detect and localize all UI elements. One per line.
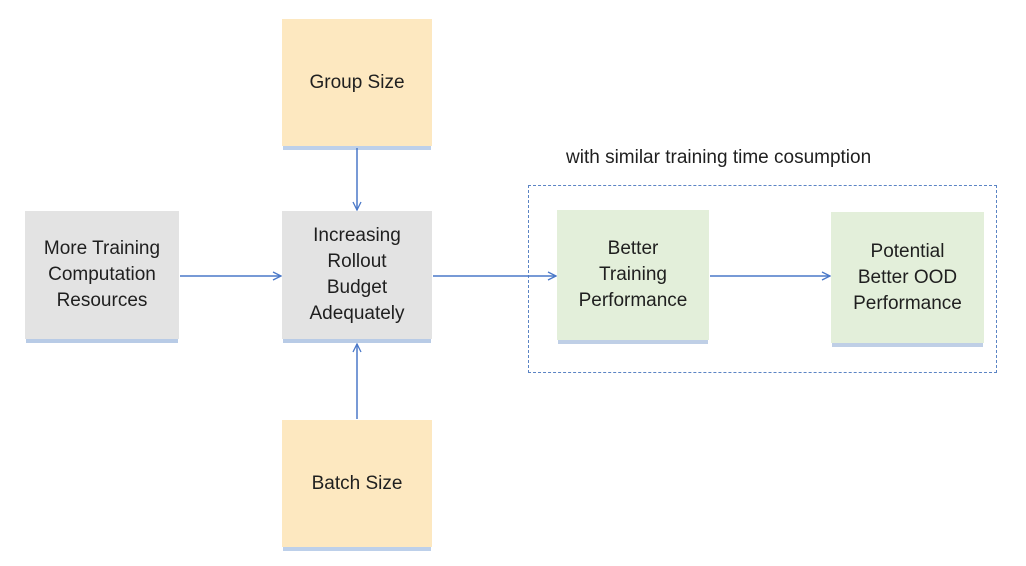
node-increasing-rollout-budget: Increasing Rollout Budget Adequately: [282, 211, 432, 339]
node-batch-size: Batch Size: [282, 420, 432, 547]
node-potential-better-ood-performance: Potential Better OOD Performance: [831, 212, 984, 343]
group-caption: with similar training time cosumption: [566, 147, 872, 168]
node-better-training-performance: Better Training Performance: [557, 210, 709, 340]
node-group-size: Group Size: [282, 19, 432, 146]
dashed-group-frame: [528, 185, 997, 373]
node-more-training-resources: More Training Computation Resources: [25, 211, 179, 339]
